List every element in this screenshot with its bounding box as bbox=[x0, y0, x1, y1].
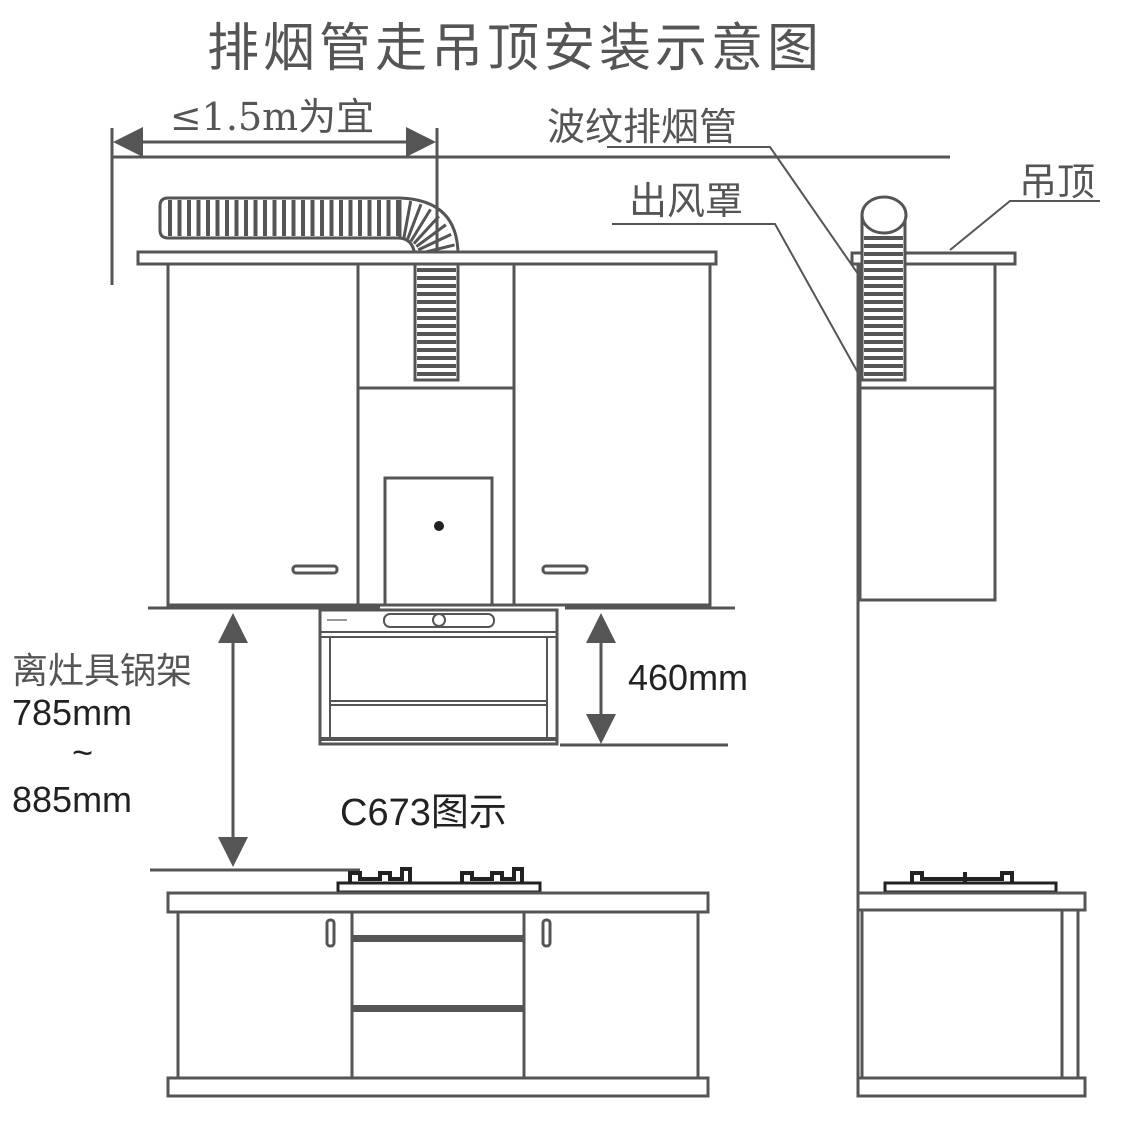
corrugated-duct-front bbox=[158, 196, 460, 382]
chimney-screw-dot bbox=[434, 521, 444, 531]
side-wall-cabinet bbox=[858, 262, 997, 602]
right-cabinet-handle bbox=[541, 564, 589, 575]
diagram-title: 排烟管走吊顶安装示意图 bbox=[207, 19, 823, 79]
height-separator: ~ bbox=[72, 732, 93, 773]
corrugated-duct-side bbox=[860, 195, 908, 382]
left-wall-cabinet bbox=[166, 262, 360, 607]
drawer-rail-upper bbox=[352, 935, 524, 942]
model-caption: C673图示 bbox=[340, 792, 507, 834]
right-wall-cabinet bbox=[512, 262, 712, 607]
left-cabinet-handle bbox=[291, 564, 339, 575]
hood-height-label: 460mm bbox=[628, 657, 748, 698]
base-handle-left bbox=[325, 918, 336, 948]
height-min: 785mm bbox=[12, 692, 132, 733]
range-hood bbox=[318, 608, 559, 746]
outlet-cover-label: 出风罩 bbox=[629, 179, 743, 223]
base-cabinet-side bbox=[860, 908, 1080, 1080]
plinth-front bbox=[166, 1076, 710, 1098]
duct-elbow-end bbox=[860, 195, 908, 235]
base-handle-right bbox=[541, 918, 552, 948]
hood-chimney-cover bbox=[383, 476, 494, 607]
gas-hob-front bbox=[336, 867, 542, 894]
height-max: 885mm bbox=[12, 779, 132, 820]
corrugated-duct-leader bbox=[607, 146, 891, 321]
ceiling-label: 吊顶 bbox=[1019, 160, 1095, 204]
drawer-rail-lower bbox=[352, 1005, 524, 1012]
corrugated-duct-label: 波纹排烟管 bbox=[547, 105, 737, 149]
height-label: 离灶具锅架 bbox=[12, 651, 192, 692]
max-length-label: ≤1.5m为宜 bbox=[170, 95, 374, 139]
countertop-front bbox=[166, 891, 710, 914]
hood-power-button bbox=[432, 613, 446, 627]
cabinet-top-board bbox=[136, 250, 718, 266]
outlet-cover-leader bbox=[612, 223, 863, 381]
plinth-side bbox=[856, 1076, 1087, 1098]
gas-hob-side bbox=[883, 871, 1058, 894]
ceiling-leader bbox=[949, 200, 1100, 251]
countertop-side bbox=[856, 891, 1087, 912]
